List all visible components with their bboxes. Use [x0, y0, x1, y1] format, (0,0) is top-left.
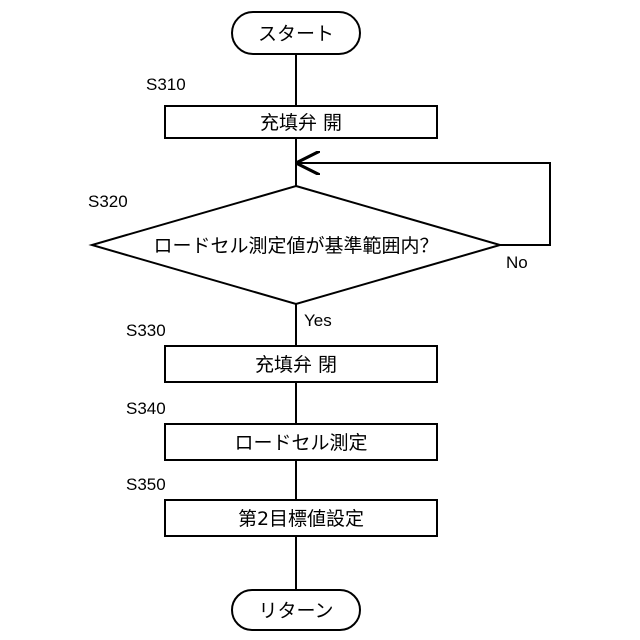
- step-id-s310: S310: [146, 75, 186, 94]
- step-id-s340: S340: [126, 399, 166, 418]
- process-box-s350: 第2目標値設定: [165, 500, 437, 536]
- step-id-s330: S330: [126, 321, 166, 340]
- process-box-s340: ロードセル測定: [165, 424, 437, 460]
- process-box-s330: 充填弁 閉: [165, 346, 437, 382]
- process-label-s310: 充填弁 開: [260, 112, 342, 134]
- decision-label-s320: ロードセル測定値が基準範囲内？: [153, 235, 438, 257]
- start-terminal: スタート: [232, 12, 360, 54]
- process-label-s340: ロードセル測定: [234, 432, 367, 454]
- decision-diamond-s320: ロードセル測定値が基準範囲内？: [92, 186, 500, 304]
- end-terminal: リターン: [232, 590, 360, 630]
- process-label-s350: 第2目標値設定: [238, 508, 364, 530]
- no-branch-label: No: [506, 253, 528, 272]
- process-box-s310: 充填弁 開: [165, 106, 437, 138]
- step-id-s350: S350: [126, 475, 166, 494]
- process-label-s330: 充填弁 閉: [255, 354, 337, 376]
- step-id-s320: S320: [88, 192, 128, 211]
- start-label: スタート: [258, 23, 334, 45]
- end-label: リターン: [258, 600, 333, 622]
- yes-branch-label: Yes: [304, 311, 332, 330]
